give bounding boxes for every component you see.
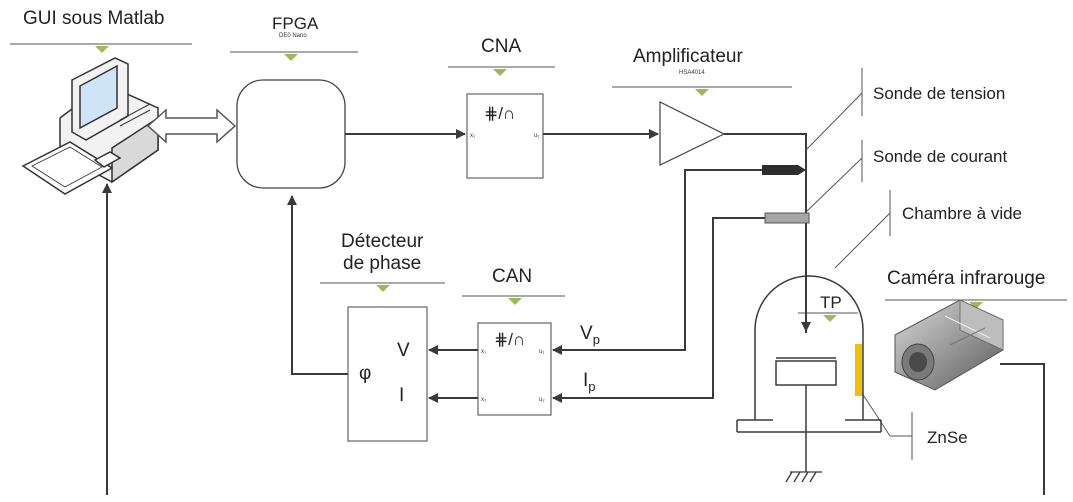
can-u1-label: u₁ xyxy=(539,349,544,355)
tp-label: TP xyxy=(820,293,842,313)
ground-icon xyxy=(786,472,822,482)
fpga-label: FPGA xyxy=(272,14,318,34)
v-label: V xyxy=(397,340,410,362)
computer-icon xyxy=(23,58,158,194)
amplifier-triangle-icon xyxy=(660,102,724,165)
marker-tp xyxy=(823,315,837,322)
cna-out-label: u₁ xyxy=(534,133,539,139)
can-label: CAN xyxy=(492,266,532,288)
marker-detecteur xyxy=(376,285,390,292)
detecteur-label-1: Détecteur xyxy=(341,231,423,253)
phi-label: φ xyxy=(359,363,371,385)
amp-label: Amplificateur xyxy=(633,46,743,68)
ip-label: Ip xyxy=(583,370,596,394)
sonde-tension-label: Sonde de tension xyxy=(873,84,1005,104)
can-x2-label: x₂ xyxy=(481,397,487,403)
can-symbol: ⋕/∩ xyxy=(494,330,525,350)
marker-cna xyxy=(493,69,507,76)
marker-amp xyxy=(695,89,709,96)
znse-label: ZnSe xyxy=(927,428,968,448)
camera-icon xyxy=(895,300,1003,390)
can-x1-label: x₁ xyxy=(481,349,486,355)
chambre-label: Chambre à vide xyxy=(902,204,1022,224)
callouts xyxy=(806,68,912,460)
marker-can xyxy=(508,298,522,305)
voltage-probe xyxy=(762,165,806,175)
znse-window xyxy=(855,344,862,396)
amp-sub-label: HSA4014 xyxy=(679,70,705,76)
vp-label: Vp xyxy=(580,323,600,347)
gui-label: GUI sous Matlab xyxy=(23,8,165,30)
current-probe xyxy=(765,213,809,223)
marker-gui xyxy=(95,46,109,53)
can-u2-label: u₂ xyxy=(539,397,545,403)
fpga-sub-label: DE0 Nano xyxy=(279,33,307,39)
cna-in-label: x₁ xyxy=(470,133,475,139)
fpga-block xyxy=(237,80,345,188)
i-label: I xyxy=(399,385,404,407)
cna-label: CNA xyxy=(481,36,521,58)
wires xyxy=(107,134,1044,495)
sonde-courant-label: Sonde de courant xyxy=(873,147,1007,167)
marker-fpga xyxy=(284,54,298,61)
green-markers xyxy=(95,46,983,322)
double-arrow-icon xyxy=(148,110,235,142)
camera-label: Caméra infrarouge xyxy=(887,268,1045,290)
detecteur-label-2: de phase xyxy=(343,253,421,275)
cna-symbol: ⋕/∩ xyxy=(484,104,515,124)
